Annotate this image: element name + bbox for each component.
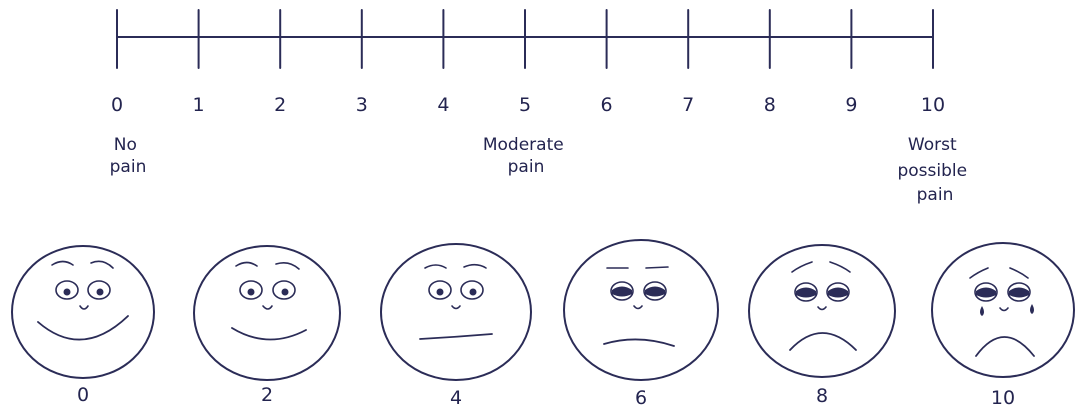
- nose: [634, 306, 642, 309]
- right-eyebrow: [276, 263, 299, 269]
- mouth-crying: [976, 337, 1034, 356]
- face-circle: [381, 244, 531, 380]
- right-pupil: [97, 289, 104, 296]
- anchor-no-pain: No pain: [110, 135, 147, 177]
- anchor-line: pain: [508, 157, 545, 177]
- mouth-slightly-sad: [604, 339, 674, 346]
- right-eyebrow: [830, 262, 850, 272]
- nose: [1000, 308, 1008, 311]
- left-eyebrow: [970, 268, 988, 278]
- right-eyebrow: [646, 267, 668, 268]
- face-label: 0: [77, 384, 89, 406]
- face-circle: [194, 246, 340, 380]
- left-eyebrow: [792, 262, 812, 272]
- scale-numbers: 0 1 2 3 4 5 6 7 8 9 10: [111, 94, 945, 116]
- right-droopy-eyelid: [645, 287, 665, 297]
- anchor-moderate-pain: Moderate pain: [483, 135, 569, 177]
- left-droopy-eyelid: [612, 287, 632, 297]
- scale-number: 1: [193, 94, 205, 116]
- anchor-line: No: [114, 135, 137, 155]
- left-droopy-eyelid: [796, 288, 816, 298]
- mouth-smiling: [232, 328, 306, 340]
- mouth-neutral: [420, 334, 492, 339]
- face-label: 4: [450, 387, 462, 409]
- scale-number: 0: [111, 94, 123, 116]
- scale-number: 5: [519, 94, 531, 116]
- mouth-laughing: [38, 316, 128, 340]
- face-4: [381, 244, 531, 380]
- scale-ticks: [117, 10, 933, 68]
- right-pupil: [282, 289, 289, 296]
- left-droopy-eyelid: [976, 288, 996, 298]
- anchor-line: Moderate: [483, 135, 564, 155]
- right-pupil: [470, 289, 477, 296]
- nose: [452, 306, 460, 309]
- right-droopy-eyelid: [828, 288, 848, 298]
- scale-number: 2: [274, 94, 286, 116]
- scale-number: 8: [764, 94, 776, 116]
- face-circle: [749, 245, 895, 377]
- left-eyebrow: [52, 262, 73, 266]
- scale-number: 7: [682, 94, 694, 116]
- anchor-line: pain: [917, 185, 954, 205]
- left-eyebrow: [425, 265, 446, 268]
- face-0: [12, 246, 154, 378]
- nose: [80, 306, 88, 309]
- face-label: 10: [991, 387, 1015, 409]
- face-labels: 0 2 4 6 8 10: [77, 384, 1015, 409]
- left-pupil: [64, 289, 71, 296]
- anchor-line: Worst: [908, 135, 957, 155]
- face-2: [194, 246, 340, 380]
- face-label: 2: [261, 384, 273, 406]
- scale-number: 9: [845, 94, 857, 116]
- nose: [818, 307, 826, 310]
- scale-number: 6: [601, 94, 613, 116]
- left-pupil: [248, 289, 255, 296]
- left-pupil: [437, 289, 444, 296]
- face-circle: [564, 240, 718, 380]
- right-eyebrow: [91, 261, 113, 268]
- face-6: [564, 240, 718, 380]
- left-eyebrow: [236, 263, 257, 267]
- anchor-worst-pain: Worst possible pain: [897, 135, 972, 205]
- right-eyebrow: [464, 265, 486, 268]
- mouth-sad: [790, 333, 856, 350]
- right-eyebrow: [1010, 268, 1028, 278]
- rating-line: 0 1 2 3 4 5 6 7 8 9 10: [111, 10, 945, 116]
- nose: [263, 306, 272, 309]
- right-droopy-eyelid: [1009, 288, 1029, 298]
- tear-drop-icon: [980, 306, 984, 316]
- scale-number: 3: [356, 94, 368, 116]
- face-circle: [12, 246, 154, 378]
- face-8: [749, 245, 895, 377]
- scale-number: 4: [437, 94, 449, 116]
- face-10: [932, 243, 1074, 377]
- face-label: 6: [635, 387, 647, 409]
- anchor-line: possible: [897, 161, 967, 181]
- scale-number: 10: [921, 94, 945, 116]
- anchor-line: pain: [110, 157, 147, 177]
- face-label: 8: [816, 385, 828, 407]
- tear-drop-icon: [1030, 304, 1034, 314]
